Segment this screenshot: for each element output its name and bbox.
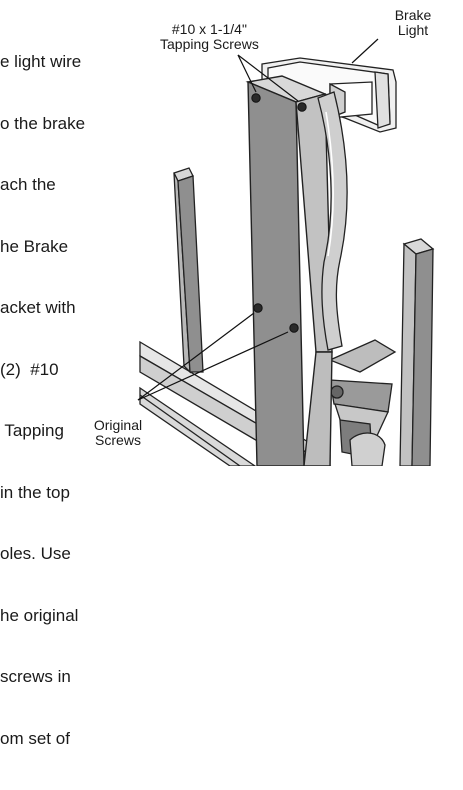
instruction-line: ach the <box>0 175 56 194</box>
pivot-bracket-hardware <box>328 339 397 466</box>
tapping-screw-left <box>251 93 261 103</box>
brake-light-callout: Brake Light <box>385 8 441 38</box>
tapping-screws-callout: #10 x 1-1/4" Tapping Screws <box>160 22 259 52</box>
instruction-line: screws in <box>0 667 71 686</box>
callout-label-line: Tapping Screws <box>160 36 259 52</box>
callout-leader-lines <box>137 38 379 401</box>
brake-light-assembly-illustration <box>137 38 435 466</box>
brake-upright-post <box>245 75 333 466</box>
original-screws <box>253 303 299 333</box>
callout-label-line: Original <box>93 417 143 433</box>
instruction-line: he Brake <box>0 236 69 256</box>
original-screws-callout: Original Screws <box>84 418 152 448</box>
instruction-line: he original <box>0 605 79 625</box>
instruction-line: o the brake <box>0 113 86 133</box>
instruction-text: e light wire o the brake ach the he Brak… <box>0 11 140 790</box>
assembly-step-page: e light wire o the brake ach the he Brak… <box>0 8 441 748</box>
callout-label-line: #10 x 1-1/4" <box>171 21 247 37</box>
original-screw-upper <box>253 303 263 313</box>
callout-label-line: Light <box>397 22 429 38</box>
instruction-line: oles. Use <box>0 544 71 563</box>
right-frame-post <box>399 238 435 466</box>
instruction-line: in the top <box>0 482 70 502</box>
instruction-line: (2) #10 <box>0 359 59 379</box>
callout-label-line: Screws <box>95 432 141 448</box>
brake-light-bracket <box>317 91 348 351</box>
instruction-line: e light wire <box>0 52 82 71</box>
instruction-line: acket with <box>0 298 76 317</box>
original-screw-lower <box>289 323 299 333</box>
instruction-line: om set of <box>0 728 70 748</box>
tapping-screws <box>251 93 307 112</box>
left-frame-post <box>173 167 204 374</box>
callout-label-line: Brake <box>394 7 432 23</box>
instruction-line: Tapping <box>0 421 64 440</box>
tapping-screw-right <box>297 102 307 112</box>
